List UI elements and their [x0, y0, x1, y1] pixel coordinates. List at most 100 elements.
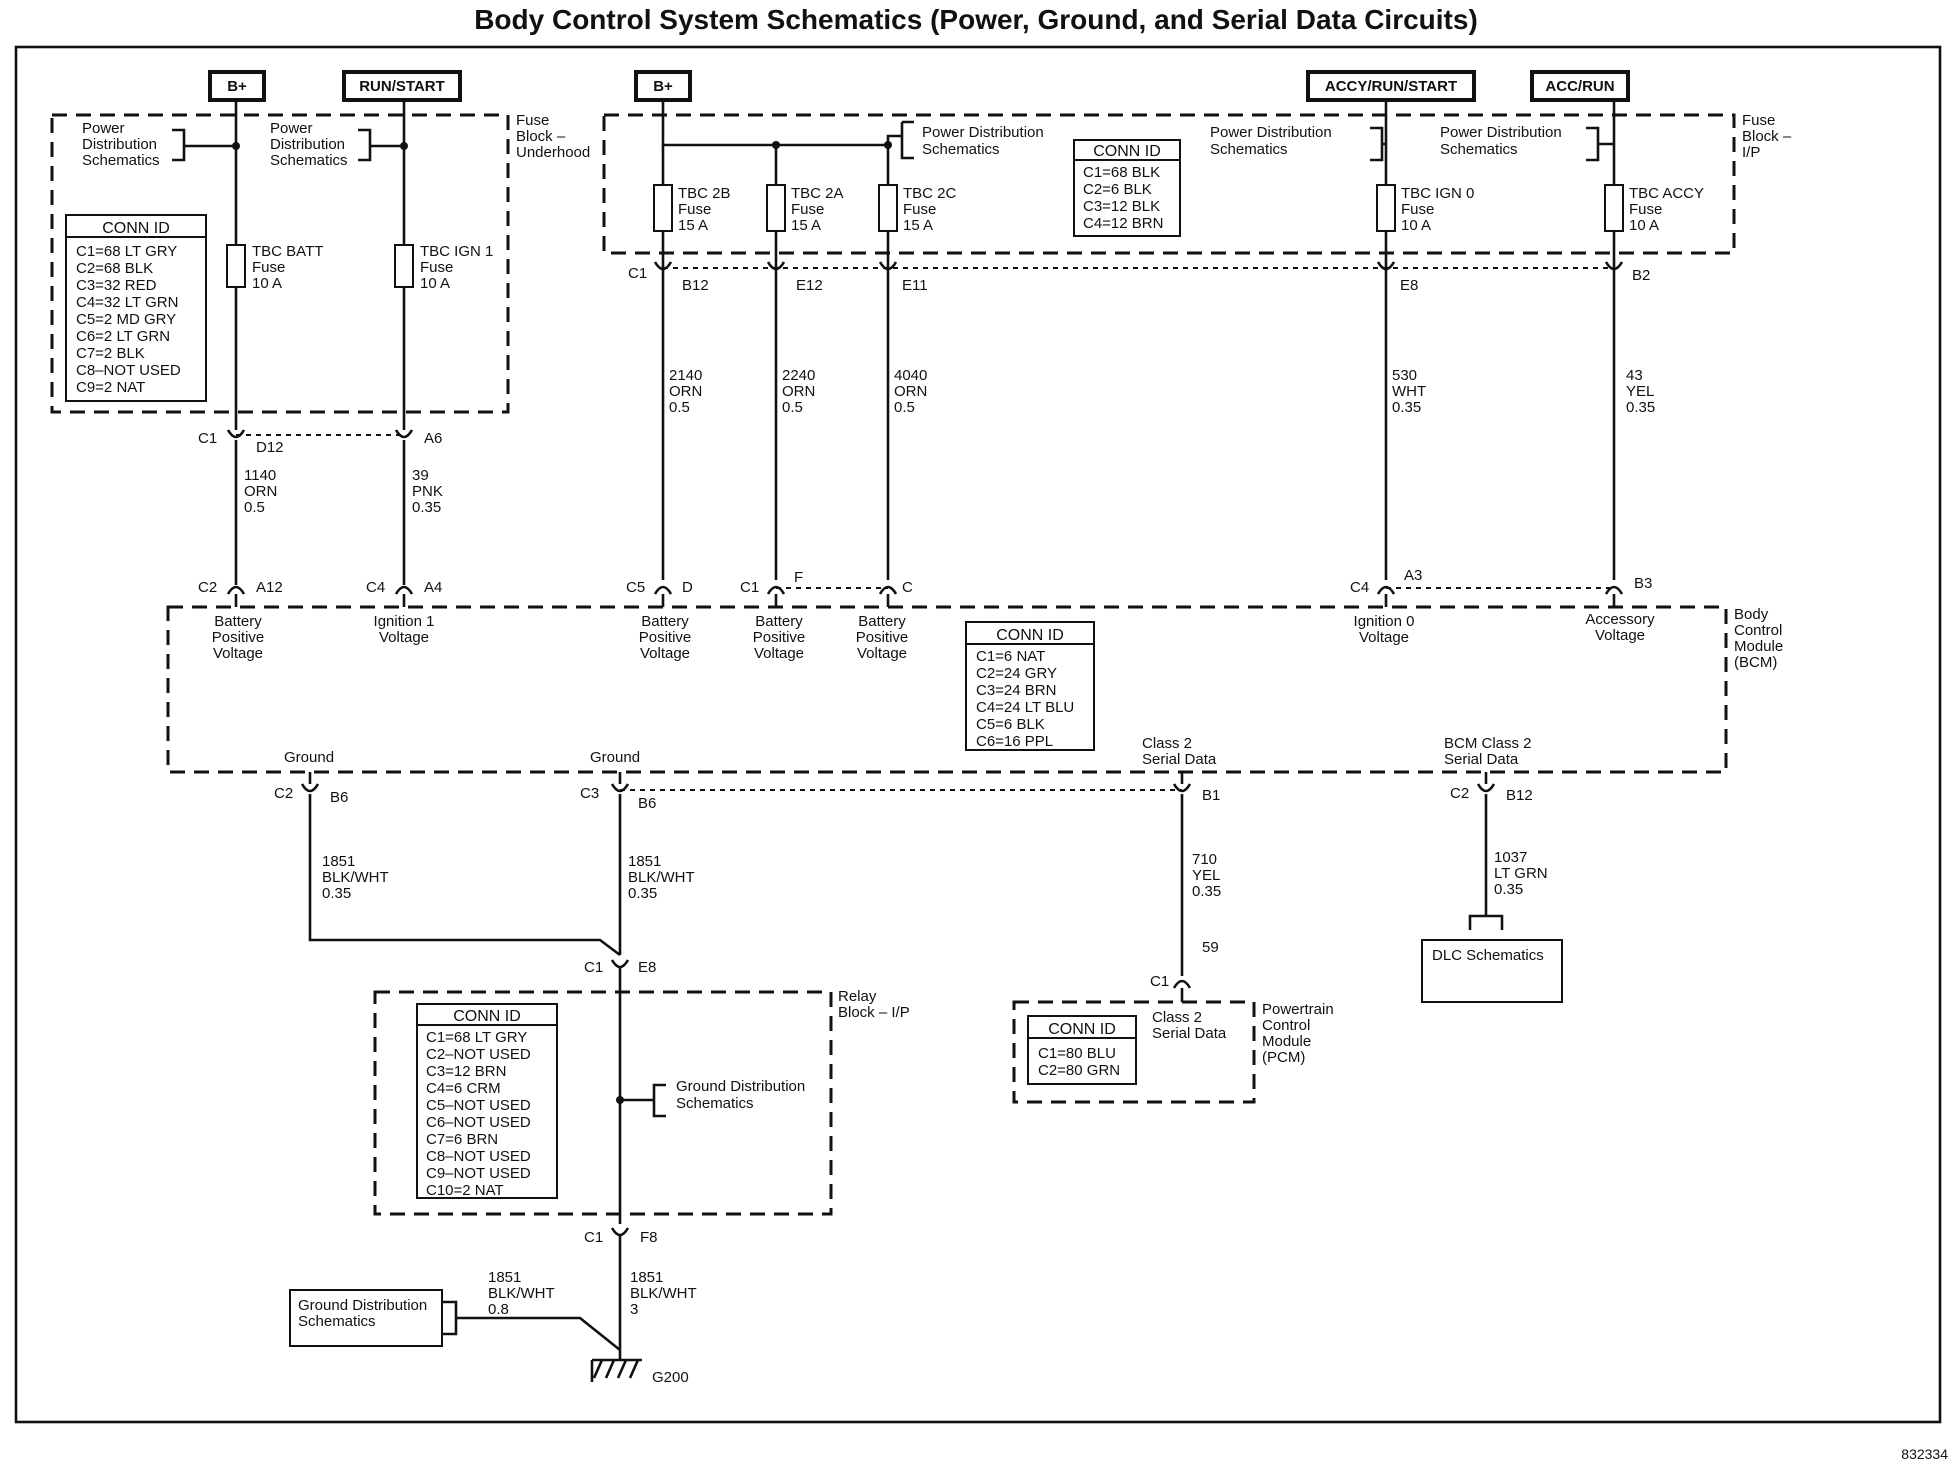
svg-text:Positive: Positive [639, 629, 692, 646]
svg-text:Power Distribution: Power Distribution [1440, 124, 1562, 141]
wire-label-4040: 4040 ORN 0.5 [894, 367, 927, 416]
svg-text:0.35: 0.35 [628, 885, 657, 902]
svg-text:Battery: Battery [641, 613, 689, 630]
bcm-class2-label: Class 2 Serial Data [1142, 735, 1217, 768]
svg-text:39: 39 [412, 467, 429, 484]
svg-text:0.5: 0.5 [782, 399, 803, 416]
svg-text:Voltage: Voltage [1595, 627, 1645, 644]
svg-text:Ignition 1: Ignition 1 [374, 613, 435, 630]
svg-text:Block –: Block – [516, 128, 566, 145]
conn-label: C1 [584, 1229, 603, 1246]
bcm-input-ignition-0: Ignition 0 Voltage [1354, 613, 1415, 646]
svg-text:Body: Body [1734, 606, 1769, 623]
svg-text:WHT: WHT [1392, 383, 1426, 400]
svg-text:Ground Distribution: Ground Distribution [298, 1297, 427, 1314]
svg-text:Underhood: Underhood [516, 144, 590, 161]
svg-text:TBC BATT: TBC BATT [252, 243, 323, 260]
svg-text:2140: 2140 [669, 367, 702, 384]
svg-text:Voltage: Voltage [640, 645, 690, 662]
svg-text:0.35: 0.35 [1494, 881, 1523, 898]
bcm-input-battery-2: Battery Positive Voltage [639, 613, 692, 662]
figure-id: 832334 [1901, 1446, 1948, 1462]
fuse-block-ip-label: Fuse Block – I/P [1742, 112, 1792, 161]
bcm-ground-label-1: Ground [284, 749, 334, 766]
svg-text:1851: 1851 [628, 853, 661, 870]
ground-symbol-g200 [590, 1358, 642, 1382]
svg-text:Fuse: Fuse [903, 201, 936, 218]
dlc-bracket [1468, 914, 1504, 930]
wire-label-1140: 1140 ORN 0.5 [244, 467, 277, 516]
svg-text:0.35: 0.35 [412, 499, 441, 516]
dlc-schematics-label: DLC Schematics [1432, 947, 1544, 964]
svg-text:Serial Data: Serial Data [1142, 751, 1217, 768]
power-distribution-ref-2: Power Distribution Schematics [270, 120, 404, 169]
svg-text:Class 2: Class 2 [1142, 735, 1192, 752]
svg-text:15 A: 15 A [903, 217, 933, 234]
fuse-tbc-batt [226, 244, 246, 288]
svg-text:0.35: 0.35 [1392, 399, 1421, 416]
svg-text:C9–NOT USED: C9–NOT USED [426, 1165, 531, 1182]
svg-text:CONN ID: CONN ID [1093, 143, 1161, 160]
svg-text:Distribution: Distribution [270, 136, 345, 153]
pin-label: D12 [256, 439, 284, 456]
wire-1851-a [308, 794, 621, 957]
wire-label-1851-d: 1851 BLK/WHT 3 [630, 1269, 697, 1318]
relay-block-boundary [373, 990, 833, 1216]
svg-text:Schematics: Schematics [298, 1313, 376, 1330]
connector-pcm-59 [1172, 979, 1192, 1002]
svg-text:Voltage: Voltage [379, 629, 429, 646]
bcm-input-ignition-1: Ignition 1 Voltage [374, 613, 435, 646]
conn-label: C1 [198, 430, 217, 447]
fuse-tbc-2c [878, 184, 898, 232]
svg-text:ORN: ORN [244, 483, 277, 500]
svg-text:43: 43 [1626, 367, 1643, 384]
svg-text:C6=2 LT GRN: C6=2 LT GRN [76, 328, 170, 345]
svg-text:C8–NOT USED: C8–NOT USED [426, 1148, 531, 1165]
svg-text:C6–NOT USED: C6–NOT USED [426, 1114, 531, 1131]
connector-symbols-ip [653, 261, 1624, 271]
fuse-block-ip-boundary [602, 113, 1736, 255]
fuse-tbc-batt-label: TBC BATT Fuse 10 A [252, 243, 323, 292]
connector-e8 [610, 959, 630, 969]
connector-symbols-bcm-outputs [300, 772, 1496, 793]
svg-text:Fuse: Fuse [1742, 112, 1775, 129]
power-distribution-ref-3: Power Distribution Schematics [886, 120, 1044, 160]
pin-label: B12 [1506, 787, 1533, 804]
underhood-conn-id-table: CONN ID C1=68 LT GRY C2=68 BLK C3=32 RED… [65, 214, 207, 402]
svg-text:BLK/WHT: BLK/WHT [322, 869, 389, 886]
svg-text:RUN/START: RUN/START [359, 78, 445, 95]
bcm-ground-label-2: Ground [590, 749, 640, 766]
svg-text:2240: 2240 [782, 367, 815, 384]
svg-text:Module: Module [1262, 1033, 1311, 1050]
svg-text:1851: 1851 [488, 1269, 521, 1286]
power-source-acc-run: ACC/RUN [1530, 70, 1630, 102]
svg-text:Positive: Positive [753, 629, 806, 646]
pcm-class2-label: Class 2 Serial Data [1152, 1009, 1227, 1042]
svg-text:TBC 2C: TBC 2C [903, 185, 957, 202]
pin-label: A3 [1404, 567, 1422, 584]
svg-text:C2=68 BLK: C2=68 BLK [76, 260, 153, 277]
svg-text:Fuse: Fuse [678, 201, 711, 218]
power-distribution-ref-4: Power Distribution Schematics [1210, 124, 1386, 162]
svg-text:CONN ID: CONN ID [996, 627, 1064, 644]
svg-text:0.5: 0.5 [244, 499, 265, 516]
svg-text:C6=16 PPL: C6=16 PPL [976, 733, 1053, 750]
svg-text:15 A: 15 A [791, 217, 821, 234]
svg-text:Block – I/P: Block – I/P [838, 1004, 910, 1021]
svg-text:Positive: Positive [856, 629, 909, 646]
svg-text:ACC/RUN: ACC/RUN [1545, 78, 1614, 95]
pin-label: C [902, 579, 913, 596]
svg-text:Control: Control [1262, 1017, 1310, 1034]
pcm-conn-id-table: CONN ID C1=80 BLU C2=80 GRN [1027, 1015, 1137, 1085]
svg-text:C1=68 BLK: C1=68 BLK [1083, 164, 1160, 181]
conn-label: C4 [366, 579, 385, 596]
svg-text:Schematics: Schematics [1440, 141, 1518, 158]
svg-text:Schematics: Schematics [1210, 141, 1288, 158]
conn-label: C2 [274, 785, 293, 802]
svg-text:0.35: 0.35 [322, 885, 351, 902]
pin-label: A6 [424, 430, 442, 447]
svg-text:Voltage: Voltage [1359, 629, 1409, 646]
wire-label-1851-a: 1851 BLK/WHT 0.35 [322, 853, 389, 902]
svg-text:C1=6 NAT: C1=6 NAT [976, 648, 1045, 665]
bcm-input-battery-3: Battery Positive Voltage [753, 613, 806, 662]
